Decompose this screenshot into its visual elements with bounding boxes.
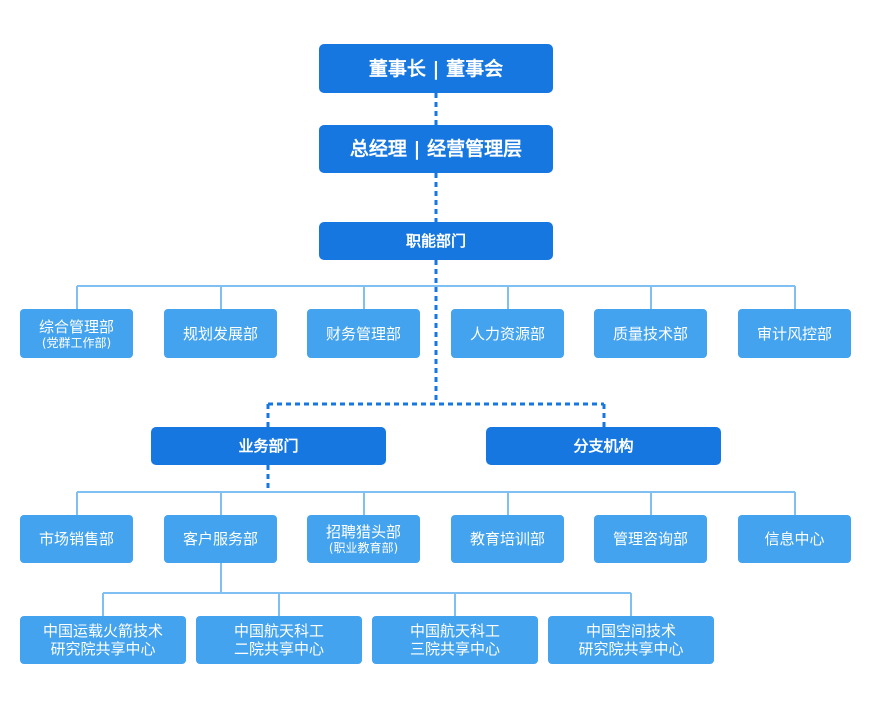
general-manager-node: 总经理 | 经营管理层 — [319, 125, 553, 173]
shared-center-casic-2nd: 中国航天科工 二院共享中心 — [196, 616, 362, 664]
dept-marketing-sales: 市场销售部 — [20, 515, 133, 563]
dept-label: 客户服务部 — [182, 530, 258, 548]
business-departments-label: 业务部门 — [238, 437, 299, 455]
center-label-line1: 中国航天科工 — [233, 622, 324, 640]
dept-management-consulting: 管理咨询部 — [594, 515, 707, 563]
dept-label: 管理咨询部 — [612, 530, 688, 548]
branch-offices-node: 分支机构 — [486, 427, 721, 465]
dept-quality-technology: 质量技术部 — [594, 309, 707, 358]
dept-label: 综合管理部 — [38, 317, 114, 336]
dept-label: 信息中心 — [764, 530, 825, 548]
dept-label: 审计风控部 — [756, 324, 832, 343]
dept-planning-development: 规划发展部 — [164, 309, 277, 358]
shared-center-casic-3rd: 中国航天科工 三院共享中心 — [372, 616, 538, 664]
dept-label: 人力资源部 — [469, 324, 545, 343]
functional-departments-label: 职能部门 — [405, 232, 466, 250]
dept-education-training: 教育培训部 — [451, 515, 564, 563]
general-manager-label: 总经理 | 经营管理层 — [349, 138, 523, 160]
business-departments-node: 业务部门 — [151, 427, 386, 465]
center-label-line2: 研究院共享中心 — [50, 640, 156, 658]
dept-label: 质量技术部 — [612, 324, 688, 343]
dept-human-resources: 人力资源部 — [451, 309, 564, 358]
dept-sublabel: (党群工作部) — [41, 335, 112, 350]
shared-center-space-technology: 中国空间技术 研究院共享中心 — [548, 616, 714, 664]
dept-finance: 财务管理部 — [307, 309, 420, 358]
dept-label: 教育培训部 — [469, 530, 545, 548]
chairman-board-node: 董事长 | 董事会 — [319, 44, 553, 93]
dept-label: 市场销售部 — [38, 530, 114, 548]
chairman-board-label: 董事长 | 董事会 — [368, 57, 504, 80]
center-label-line2: 二院共享中心 — [233, 640, 324, 658]
dept-recruitment: 招聘猎头部 (职业教育部) — [307, 515, 420, 563]
branch-offices-label: 分支机构 — [573, 437, 634, 455]
functional-departments-node: 职能部门 — [319, 222, 553, 260]
dept-information-center: 信息中心 — [738, 515, 851, 563]
dept-customer-service: 客户服务部 — [164, 515, 277, 563]
dept-general-management: 综合管理部 (党群工作部) — [20, 309, 133, 358]
dept-audit-risk: 审计风控部 — [738, 309, 851, 358]
center-label-line2: 三院共享中心 — [409, 640, 500, 658]
dept-label: 规划发展部 — [182, 324, 258, 343]
center-label-line1: 中国空间技术 — [585, 622, 676, 640]
dept-label: 招聘猎头部 — [325, 523, 401, 541]
center-label-line1: 中国运载火箭技术 — [42, 622, 163, 640]
center-label-line1: 中国航天科工 — [409, 622, 500, 640]
dept-sublabel: (职业教育部) — [328, 541, 399, 555]
dept-label: 财务管理部 — [325, 324, 401, 343]
shared-center-launch-vehicle: 中国运载火箭技术 研究院共享中心 — [20, 616, 186, 664]
center-label-line2: 研究院共享中心 — [578, 640, 684, 658]
